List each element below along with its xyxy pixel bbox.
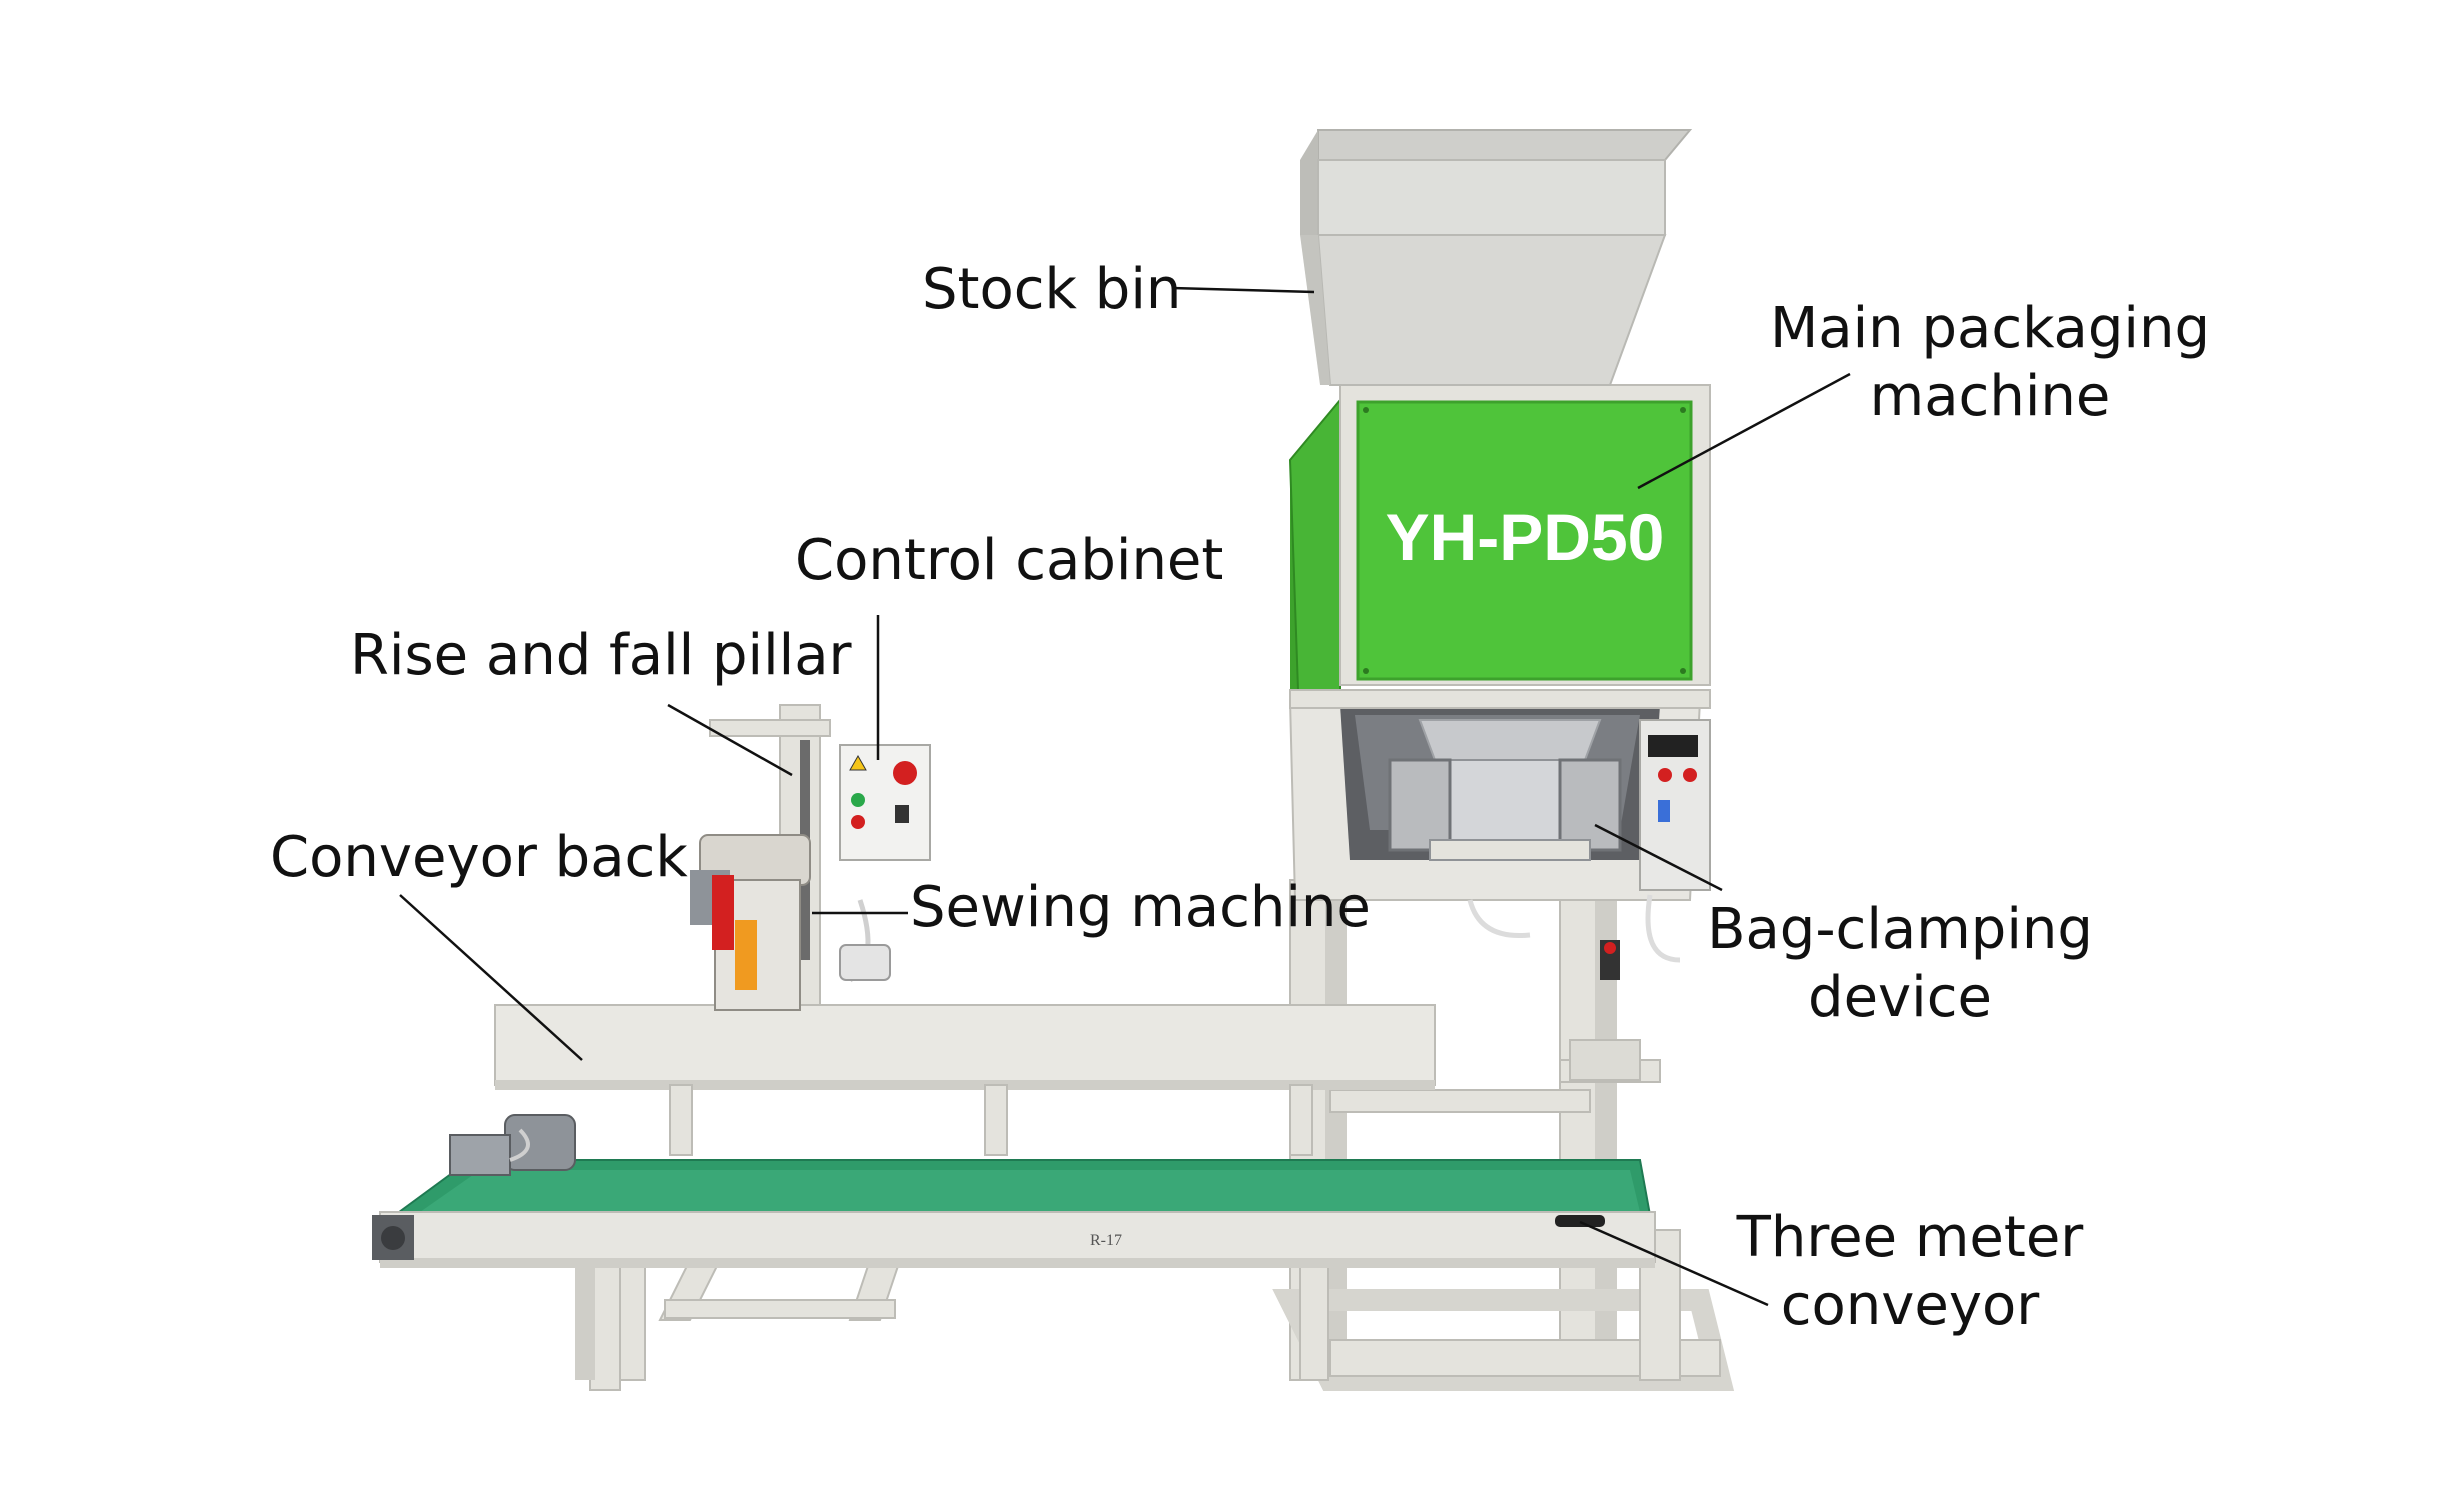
label-three-meter-conveyor-line1: Three meter [1736,1205,2084,1270]
belt-marking: R-17 [1090,1232,1122,1249]
leader-three-meter-conveyor [1579,1220,1769,1307]
leader-main-packaging-machine [1637,372,1851,490]
model-label: YH-PD50 [1386,500,1665,574]
leader-stock-bin [1171,286,1315,294]
three-meter-conveyor: R-17 [372,1114,1656,1268]
label-stock-bin: Stock bin [922,257,1182,322]
main-housing: YH-PD50 [1288,384,1711,709]
label-sewing-machine: Sewing machine [910,875,1371,940]
label-three-meter-conveyor: Three meter conveyor [1710,1204,2110,1340]
weighing-chamber [1288,699,1711,980]
control-cabinet [839,744,931,861]
label-control-cabinet: Control cabinet [795,528,1224,593]
label-bag-clamping-device-line2: device [1808,965,1992,1030]
label-conveyor-back: Conveyor back [270,825,688,890]
label-bag-clamping-device-line1: Bag-clamping [1707,897,2093,962]
leader-rise-and-fall-pillar [667,703,793,777]
label-main-packaging-machine-line2: machine [1869,364,2111,429]
sewing-assembly [690,704,891,1011]
label-three-meter-conveyor-line2: conveyor [1780,1273,2040,1338]
label-bag-clamping-device: Bag-clamping device [1700,896,2100,1032]
label-rise-and-fall-pillar: Rise and fall pillar [350,623,852,688]
leader-lines [399,286,1851,1307]
leader-bag-clamping-device [1594,823,1723,892]
stock-bin [1300,129,1693,386]
label-main-packaging-machine-line1: Main packaging [1769,296,2211,361]
leader-conveyor-back [399,894,583,1061]
conveyor-back-rail [494,1004,1436,1156]
main-machine-frame [1272,879,1735,1391]
label-main-packaging-machine: Main packaging machine [1760,295,2220,431]
